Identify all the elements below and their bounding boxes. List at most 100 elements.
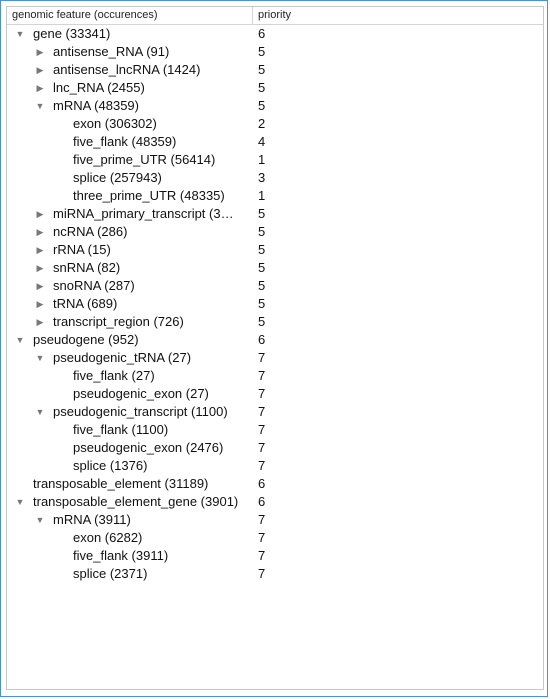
tree-row[interactable]: ▶tRNA (689)5	[7, 295, 543, 313]
feature-label: five_flank (27)	[73, 368, 155, 383]
tree-row[interactable]: ▼pseudogenic_transcript (1100)7	[7, 403, 543, 421]
disclosure-collapsed-icon[interactable]: ▶	[36, 245, 44, 255]
tree-row[interactable]: ▶antisense_RNA (91)5	[7, 43, 543, 61]
tree-row[interactable]: exon (6282) 7	[7, 529, 543, 547]
priority-value[interactable]: 7	[258, 386, 266, 401]
tree-row[interactable]: ▼ pseudogenic_tRNA (27) 7	[7, 349, 543, 367]
disclosure-expanded-icon[interactable]: ▼	[15, 29, 25, 39]
priority-value[interactable]: 7	[258, 458, 266, 473]
disclosure-collapsed-icon[interactable]: ▶	[36, 263, 44, 273]
priority-value[interactable]: 5	[258, 296, 266, 311]
priority-value[interactable]: 7	[258, 368, 266, 383]
disclosure-collapsed-icon[interactable]: ▶	[36, 299, 44, 309]
tree-row[interactable]: exon (306302) 2	[7, 115, 543, 133]
tree-row[interactable]: pseudogenic_exon (2476) 7	[7, 439, 543, 457]
tree-row[interactable]: five_flank (27) 7	[7, 367, 543, 385]
feature-label: ncRNA (286)	[53, 224, 128, 239]
feature-label: splice (1376)	[73, 458, 148, 473]
feature-label: transposable_element (31189)	[33, 476, 209, 491]
disclosure-expanded-icon[interactable]: ▼	[15, 335, 25, 345]
priority-value[interactable]: 5	[258, 206, 266, 221]
disclosure-collapsed-icon[interactable]: ▶	[36, 47, 44, 57]
tree-row[interactable]: ▼ transposable_element_gene (3901) 6	[7, 493, 543, 511]
priority-value[interactable]: 5	[258, 44, 266, 59]
priority-value[interactable]: 7	[258, 512, 266, 527]
disclosure-collapsed-icon[interactable]: ▶	[36, 317, 44, 327]
tree-row[interactable]: ▼mRNA (48359)5	[7, 97, 543, 115]
priority-value[interactable]: 7	[258, 404, 266, 419]
tree-row[interactable]: five_prime_UTR (56414)1	[7, 151, 543, 169]
tree-row[interactable]: ▶ snoRNA (287) 5	[7, 277, 543, 295]
disclosure-expanded-icon[interactable]: ▼	[35, 353, 45, 363]
priority-value[interactable]: 1	[258, 152, 266, 167]
feature-label: transposable_element_gene (3901)	[33, 494, 239, 509]
priority-value[interactable]: 7	[258, 548, 266, 563]
tree-row[interactable]: ▼ mRNA (3911) 7	[7, 511, 543, 529]
disclosure-expanded-icon[interactable]: ▼	[35, 101, 45, 111]
priority-value[interactable]: 7	[258, 422, 266, 437]
tree-row[interactable]: three_prime_UTR (48335)1	[7, 187, 543, 205]
priority-value[interactable]: 6	[258, 476, 266, 491]
feature-label: pseudogenic_tRNA (27)	[53, 350, 192, 365]
feature-label: splice (257943)	[73, 170, 162, 185]
disclosure-collapsed-icon[interactable]: ▶	[36, 227, 44, 237]
priority-value[interactable]: 5	[258, 278, 266, 293]
tree-row[interactable]: ▼ pseudogene (952) 6	[7, 331, 543, 349]
tree-table: genomic feature (occurences) priority ▼ g…	[6, 6, 544, 690]
disclosure-expanded-icon[interactable]: ▼	[15, 497, 25, 507]
tree-row[interactable]: five_flank (48359)4	[7, 133, 543, 151]
priority-value[interactable]: 5	[258, 314, 266, 329]
priority-value[interactable]: 5	[258, 242, 266, 257]
tree-row[interactable]: ▶miRNA_primary_transcript (3…5	[7, 205, 543, 223]
tree-row[interactable]: ▶rRNA (15)5	[7, 241, 543, 259]
disclosure-collapsed-icon[interactable]: ▶	[36, 281, 44, 291]
priority-value[interactable]: 3	[258, 170, 266, 185]
tree-row[interactable]: ▶snRNA (82)5	[7, 259, 543, 277]
priority-value[interactable]: 5	[258, 224, 266, 239]
priority-value[interactable]: 6	[258, 494, 266, 509]
tree-row[interactable]: ▶lnc_RNA (2455)5	[7, 79, 543, 97]
feature-label: pseudogenic_exon (27)	[73, 386, 209, 401]
feature-label: pseudogene (952)	[33, 332, 139, 347]
priority-value[interactable]: 7	[258, 530, 266, 545]
disclosure-collapsed-icon[interactable]: ▶	[36, 65, 44, 75]
tree-row[interactable]: transposable_element (31189) 6	[7, 475, 543, 493]
feature-label: mRNA (3911)	[53, 512, 131, 527]
column-header-feature[interactable]: genomic feature (occurences)	[7, 7, 253, 24]
priority-value[interactable]: 6	[258, 26, 266, 41]
feature-label: exon (306302)	[73, 116, 157, 131]
tree-row[interactable]: five_flank (3911)7	[7, 547, 543, 565]
feature-label: snoRNA (287)	[53, 278, 135, 293]
priority-value[interactable]: 5	[258, 98, 266, 113]
tree-row[interactable]: pseudogenic_exon (27) 7	[7, 385, 543, 403]
feature-label: five_flank (1100)	[73, 422, 169, 437]
table-header: genomic feature (occurences) priority	[7, 7, 543, 25]
feature-label: exon (6282)	[73, 530, 143, 545]
tree-row[interactable]: ▶ ncRNA (286) 5	[7, 223, 543, 241]
tree-row[interactable]: ▶ transcript_region (726) 5	[7, 313, 543, 331]
column-header-priority[interactable]: priority	[258, 9, 292, 21]
priority-value[interactable]: 5	[258, 80, 266, 95]
disclosure-expanded-icon[interactable]: ▼	[35, 407, 45, 417]
priority-value[interactable]: 7	[258, 350, 266, 365]
priority-value[interactable]: 5	[258, 62, 266, 77]
priority-value[interactable]: 5	[258, 260, 266, 275]
feature-label: gene (33341)	[33, 26, 111, 41]
tree-row[interactable]: ▶antisense_lncRNA (1424)5	[7, 61, 543, 79]
disclosure-expanded-icon[interactable]: ▼	[35, 515, 45, 525]
tree-row[interactable]: splice (2371)7	[7, 565, 543, 583]
tree-row[interactable]: ▼ gene (33341) 6	[7, 25, 543, 43]
priority-value[interactable]: 7	[258, 440, 266, 455]
priority-value[interactable]: 6	[258, 332, 266, 347]
priority-value[interactable]: 1	[258, 188, 266, 203]
feature-label: pseudogenic_exon (2476)	[73, 440, 224, 455]
tree-row[interactable]: splice (257943) 3	[7, 169, 543, 187]
priority-value[interactable]: 7	[258, 566, 266, 581]
disclosure-collapsed-icon[interactable]: ▶	[36, 83, 44, 93]
disclosure-collapsed-icon[interactable]: ▶	[36, 209, 44, 219]
tree-row[interactable]: splice (1376) 7	[7, 457, 543, 475]
tree-row[interactable]: five_flank (1100) 7	[7, 421, 543, 439]
priority-value[interactable]: 2	[258, 116, 266, 131]
feature-label: transcript_region (726)	[53, 314, 184, 329]
priority-value[interactable]: 4	[258, 134, 266, 149]
